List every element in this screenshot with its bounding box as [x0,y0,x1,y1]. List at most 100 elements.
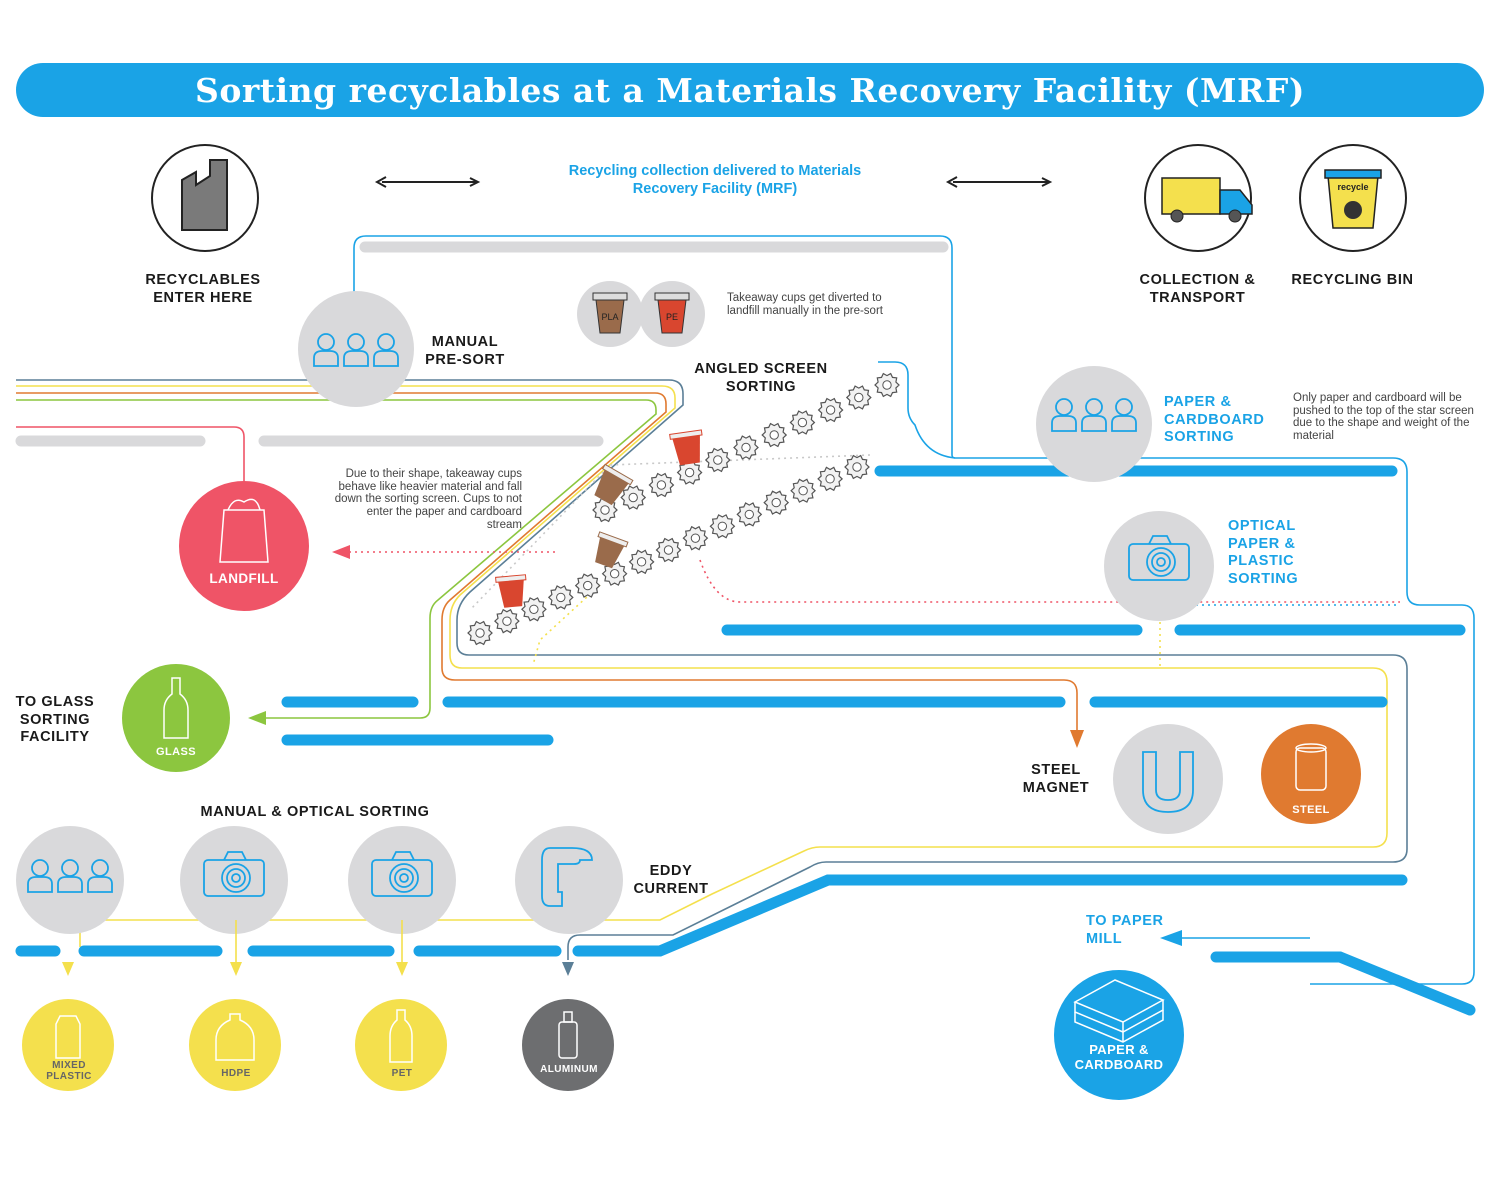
gear-icon [648,472,675,498]
label-eddy-current: EDDY CURRENT [633,863,709,897]
output-label-hdpe: HDPE [221,1068,251,1079]
top-arrow-left [374,176,481,188]
output-label-pet: PET [391,1068,413,1079]
gear-icon [628,549,655,575]
label-angled-screen: ANGLED SCREEN SORTING [694,361,828,395]
gear-icon [874,372,900,398]
gear-icon [789,410,816,435]
aluminum-circle [522,999,614,1091]
label-recycling-bin: RECYCLING BIN [1291,272,1414,288]
gear-icon [620,485,647,510]
gear-icon [682,525,709,551]
person-icon [87,859,113,893]
person-icon [373,333,399,367]
bottom-drop-lines [62,920,574,976]
label-paper-cardboard-sorting: PAPER & CARDBOARD SORTING [1164,394,1265,445]
gear-icon [467,620,493,646]
steel-circle [1261,724,1361,824]
person-icon [343,333,369,367]
flow-lines [16,235,1475,985]
mixed-plastic-circle [22,999,114,1091]
gear-icon [709,514,736,539]
page-title: Sorting recyclables at a Materials Recov… [195,70,1305,110]
person-icon [313,333,339,367]
jug-icon-hdpe [215,1013,255,1061]
glass-circle [122,664,230,772]
paper-cardboard-circle [1054,970,1184,1100]
camera-icons [203,535,1190,897]
cup-icon-pe: PE [654,292,690,334]
people-icons [27,333,1137,893]
label-collection-transport: COLLECTION & TRANSPORT [1139,272,1256,306]
gear-icon [817,397,844,423]
gear-icon [817,466,843,492]
gear-icon [704,447,731,473]
bottle-icon-glass [163,677,189,739]
top-arrow-right [945,176,1053,188]
label-steel-magnet: STEEL MAGNET [1022,762,1090,796]
output-label-paper-cardboard: PAPER & CARDBOARD [1074,1042,1164,1072]
falling-cups [495,429,703,608]
gear-icon [547,585,574,610]
grey-conveyors [15,241,949,447]
gear-icon [655,537,682,563]
truck-icon [1161,177,1253,223]
angled-screen-lower [467,454,870,646]
cup-label-pla: PLA [601,312,618,322]
camera-icon [203,851,265,897]
output-label-aluminum: ALUMINUM [540,1064,598,1075]
landfill-circle [179,481,309,611]
hdpe-circle [189,999,281,1091]
dotted-lines [345,454,1400,666]
camera-icon [1128,535,1190,581]
bottle-icon-mixed-plastic [55,1015,81,1059]
note-paper-star-screen: Only paper and cardboard will be pushed … [1293,392,1474,443]
bottle-icon-pet [389,1009,413,1063]
paper-mill-arrow [1160,930,1310,946]
steel-arrow [1070,730,1084,748]
note-takeaway-cups: Takeaway cups get diverted to landfill m… [727,292,883,317]
glass-arrow [248,711,266,725]
label-to-paper-mill: TO PAPER MILL [1086,913,1164,947]
person-icon [27,859,53,893]
can-icon-steel [1295,743,1327,791]
gear-icon [733,435,759,460]
gear-icon [601,561,628,586]
output-label-mixed-plastic: MIXED PLASTIC [46,1060,92,1082]
camera-icon [371,851,433,897]
pet-circle [355,999,447,1091]
landfill-bag-icon [219,498,269,563]
person-icon [1051,398,1077,432]
gear-icon [736,502,763,527]
label-manual-optical: MANUAL & OPTICAL SORTING [200,804,430,820]
gear-icon [763,490,790,515]
gear-icon [790,478,816,503]
cardboard-stack-icon [1073,979,1165,1043]
note-cups-behave: Due to their shape, takeaway cups behave… [334,468,522,531]
cup-label-pe: PE [666,312,678,322]
spray-can-icon-aluminum [558,1011,578,1059]
output-label-glass: GLASS [156,746,196,758]
gear-icon [845,385,872,410]
label-optical-sorting: OPTICAL PAPER & PLASTIC SORTING [1228,518,1299,587]
title-banner: Sorting recyclables at a Materials Recov… [16,63,1484,117]
output-label-steel: STEEL [1292,804,1330,816]
recycling-bin-icon: recycle [1324,169,1382,229]
angled-screen-upper [592,372,900,523]
cup-icon-pla: PLA [592,292,628,334]
magnet-icon-steel [1142,751,1194,813]
header-caption: Recycling collection delivered to Materi… [568,163,862,197]
factory-icon [181,159,228,231]
magnet-icon-eddy [541,847,593,907]
person-icon [57,859,83,893]
label-to-glass: TO GLASS SORTING FACILITY [15,694,95,745]
output-label-landfill: LANDFILL [209,571,279,586]
person-icon [1111,398,1137,432]
gear-icon [494,608,520,634]
blue-conveyors [15,465,1476,1016]
bin-text: recycle [1337,182,1368,192]
gear-icon [574,573,601,598]
person-icon [1081,398,1107,432]
gear-icon [676,460,703,485]
gear-icon [761,422,788,448]
